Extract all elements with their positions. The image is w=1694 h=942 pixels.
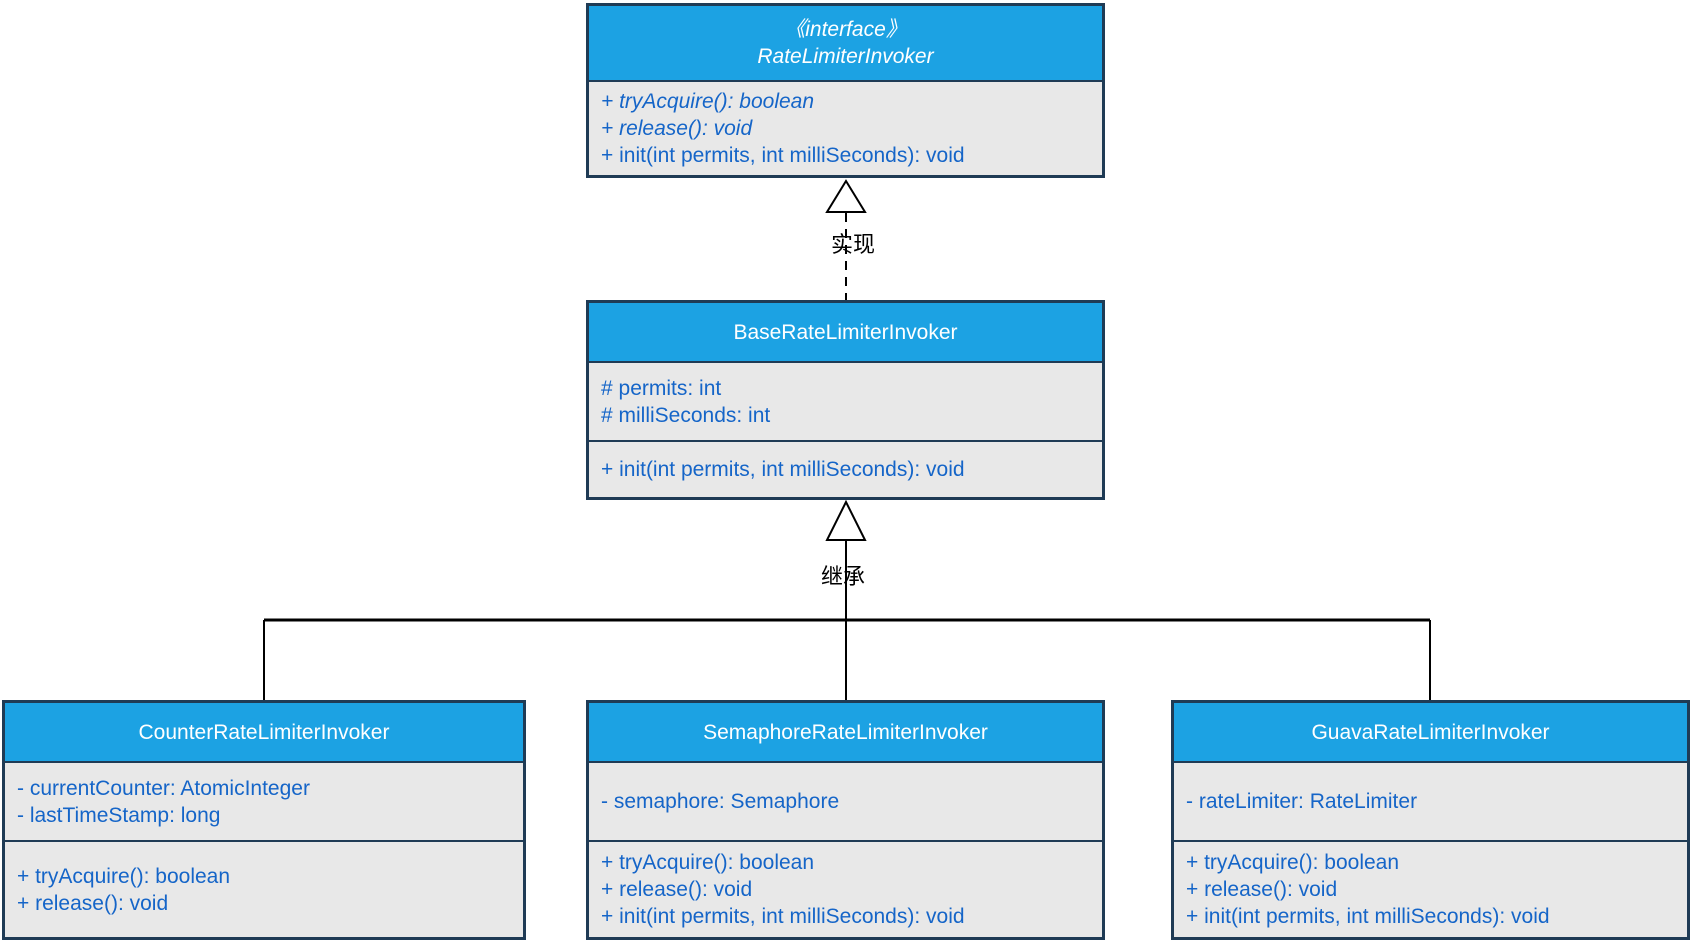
class-box-ratelimiterinvoker-interface: 《interface》 RateLimiterInvoker + tryAcqu… (586, 3, 1105, 178)
attribute: # permits: int (601, 376, 722, 400)
class-name: RateLimiterInvoker (757, 45, 934, 68)
class-box-baseratelimiterinvoker: BaseRateLimiterInvoker # permits: int # … (586, 300, 1105, 500)
methods-compartment: + tryAcquire(): boolean + release(): voi… (5, 840, 523, 937)
methods-compartment: + tryAcquire(): boolean + release(): voi… (1174, 840, 1687, 937)
inheritance-label: 继承 (820, 564, 866, 589)
realization-label: 实现 (830, 232, 876, 257)
method: + init(int permits, int milliSeconds): v… (1186, 905, 1550, 928)
methods-compartment: + tryAcquire(): boolean + release(): voi… (589, 80, 1102, 175)
class-header: BaseRateLimiterInvoker (589, 303, 1102, 361)
attribute: - semaphore: Semaphore (601, 790, 840, 813)
class-stereotype: 《interface》 (784, 18, 907, 41)
class-box-counterratelimiterinvoker: CounterRateLimiterInvoker - currentCount… (2, 700, 526, 940)
class-box-semaphoreratelimiterinvoker: SemaphoreRateLimiterInvoker - semaphore:… (586, 700, 1105, 940)
method: + init(int permits, int milliSeconds): v… (601, 458, 965, 481)
attribute: - currentCounter: AtomicInteger (17, 776, 310, 800)
method: + init(int permits, int milliSeconds): v… (601, 144, 965, 167)
class-header: GuavaRateLimiterInvoker (1174, 703, 1687, 761)
class-header: CounterRateLimiterInvoker (5, 703, 523, 761)
method: + release(): void (601, 117, 753, 140)
method: + release(): void (17, 891, 169, 915)
attribute: - lastTimeStamp: long (17, 803, 221, 827)
attributes-compartment: - rateLimiter: RateLimiter (1174, 761, 1687, 840)
attribute: - rateLimiter: RateLimiter (1186, 790, 1418, 813)
method: + tryAcquire(): boolean (601, 90, 815, 113)
attributes-compartment: # permits: int # milliSeconds: int (589, 361, 1102, 440)
class-name: SemaphoreRateLimiterInvoker (703, 720, 988, 744)
attributes-compartment: - semaphore: Semaphore (589, 761, 1102, 840)
method: + release(): void (1186, 878, 1338, 901)
attribute: # milliSeconds: int (601, 403, 771, 427)
realization-hollow-triangle-icon (825, 179, 867, 213)
class-name: GuavaRateLimiterInvoker (1311, 720, 1550, 744)
class-name: CounterRateLimiterInvoker (138, 720, 390, 744)
method: + tryAcquire(): boolean (601, 851, 815, 874)
methods-compartment: + init(int permits, int milliSeconds): v… (589, 440, 1102, 497)
method: + tryAcquire(): boolean (1186, 851, 1400, 874)
class-header: 《interface》 RateLimiterInvoker (589, 6, 1102, 80)
method: + release(): void (601, 878, 753, 901)
inheritance-hollow-triangle-icon (825, 499, 867, 541)
class-header: SemaphoreRateLimiterInvoker (589, 703, 1102, 761)
methods-compartment: + tryAcquire(): boolean + release(): voi… (589, 840, 1102, 937)
attributes-compartment: - currentCounter: AtomicInteger - lastTi… (5, 761, 523, 840)
method: + init(int permits, int milliSeconds): v… (601, 905, 965, 928)
class-box-guavaratelimiterinvoker: GuavaRateLimiterInvoker - rateLimiter: R… (1171, 700, 1690, 940)
class-name: BaseRateLimiterInvoker (733, 320, 958, 344)
method: + tryAcquire(): boolean (17, 864, 231, 888)
